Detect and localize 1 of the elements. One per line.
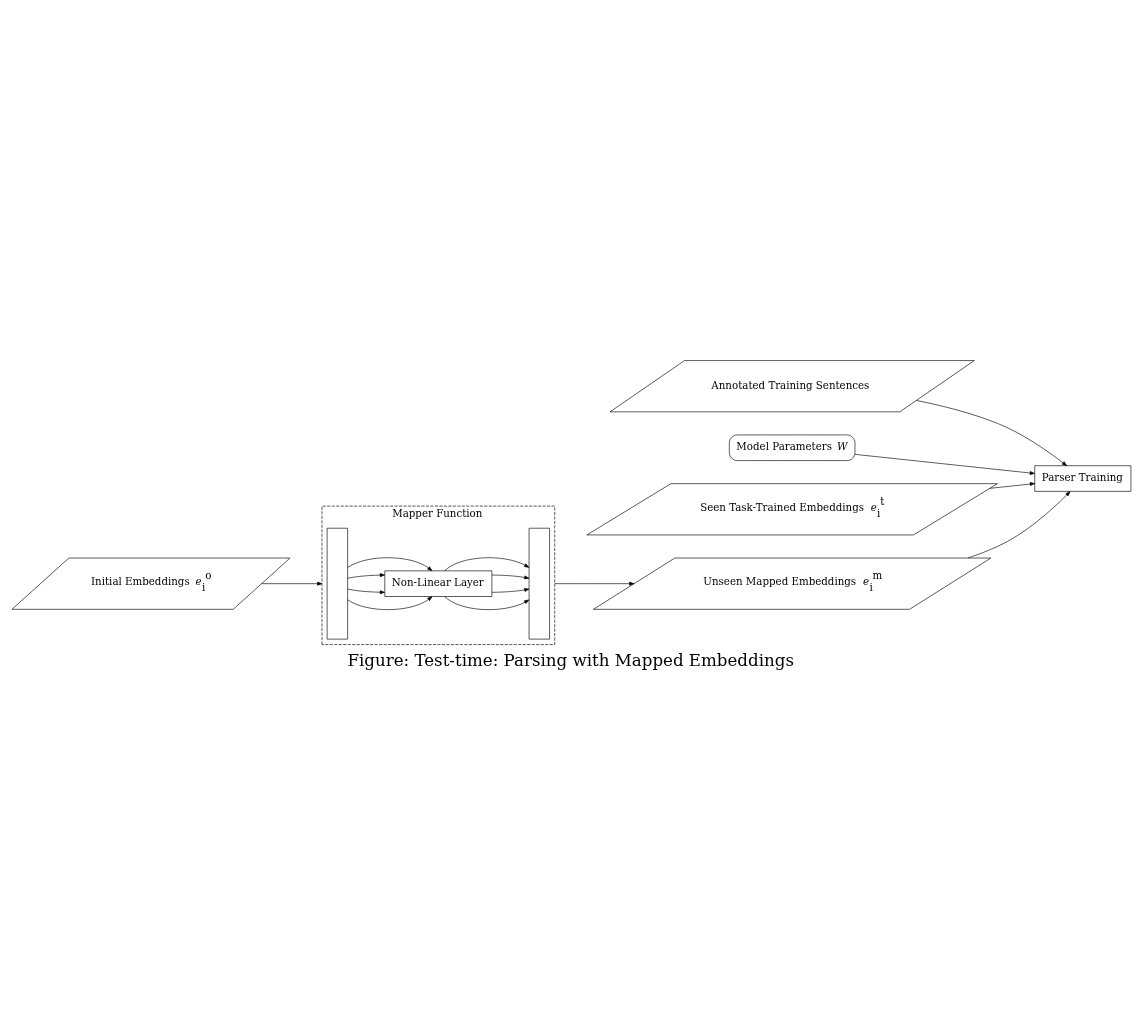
caption: Figure: Test-time: Parsing with Mapped Embeddings <box>347 650 794 670</box>
